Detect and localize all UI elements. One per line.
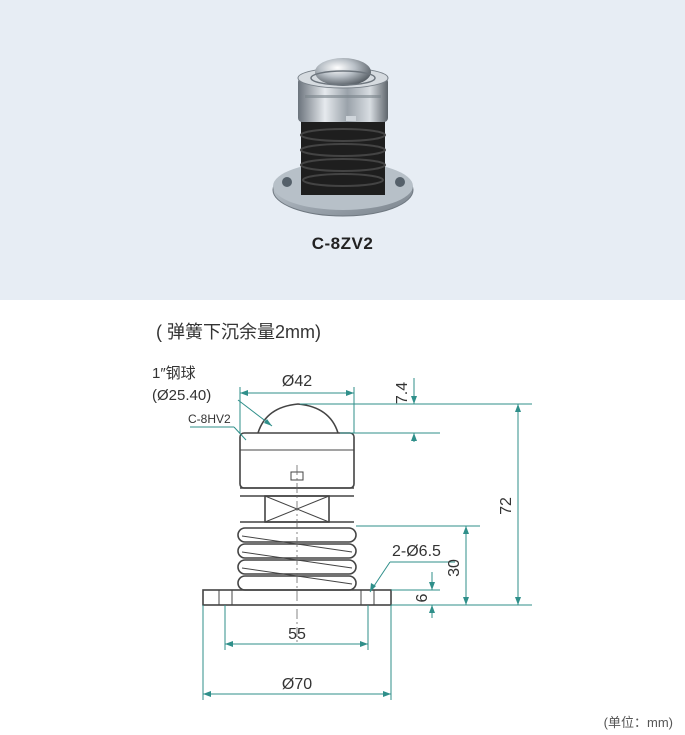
ball-size-label: (Ø25.40) xyxy=(152,387,211,404)
drawing-title: ( 弹簧下沉余量2mm) xyxy=(156,322,321,342)
technical-drawing: 1″钢球 (Ø25.40) C-8HV2 Ø42 7.4 72 2-Ø6.5 3… xyxy=(152,365,532,700)
dim-base-dia: Ø70 xyxy=(282,676,312,693)
flange-hole-right xyxy=(395,177,405,187)
unit-note: (单位：mm) xyxy=(603,715,673,730)
dim-flange: 6 xyxy=(414,593,431,602)
arrowheads xyxy=(203,390,521,697)
ball-outline xyxy=(257,403,339,434)
product-photo xyxy=(272,58,414,217)
dim-total-height: 72 xyxy=(498,497,515,515)
dim-top-dia: Ø42 xyxy=(282,373,312,390)
product-code: C-8ZV2 xyxy=(311,234,374,253)
dim-ball-height: 7.4 xyxy=(394,382,411,404)
flange-hole-left xyxy=(282,177,292,187)
dim-spring-height: 30 xyxy=(446,559,463,577)
dim-pitch: 55 xyxy=(288,626,306,643)
dimension-lines xyxy=(190,378,532,700)
ball-label: 1″钢球 xyxy=(152,365,196,382)
part-label: C-8HV2 xyxy=(188,412,231,426)
dim-holes: 2-Ø6.5 xyxy=(392,543,441,560)
